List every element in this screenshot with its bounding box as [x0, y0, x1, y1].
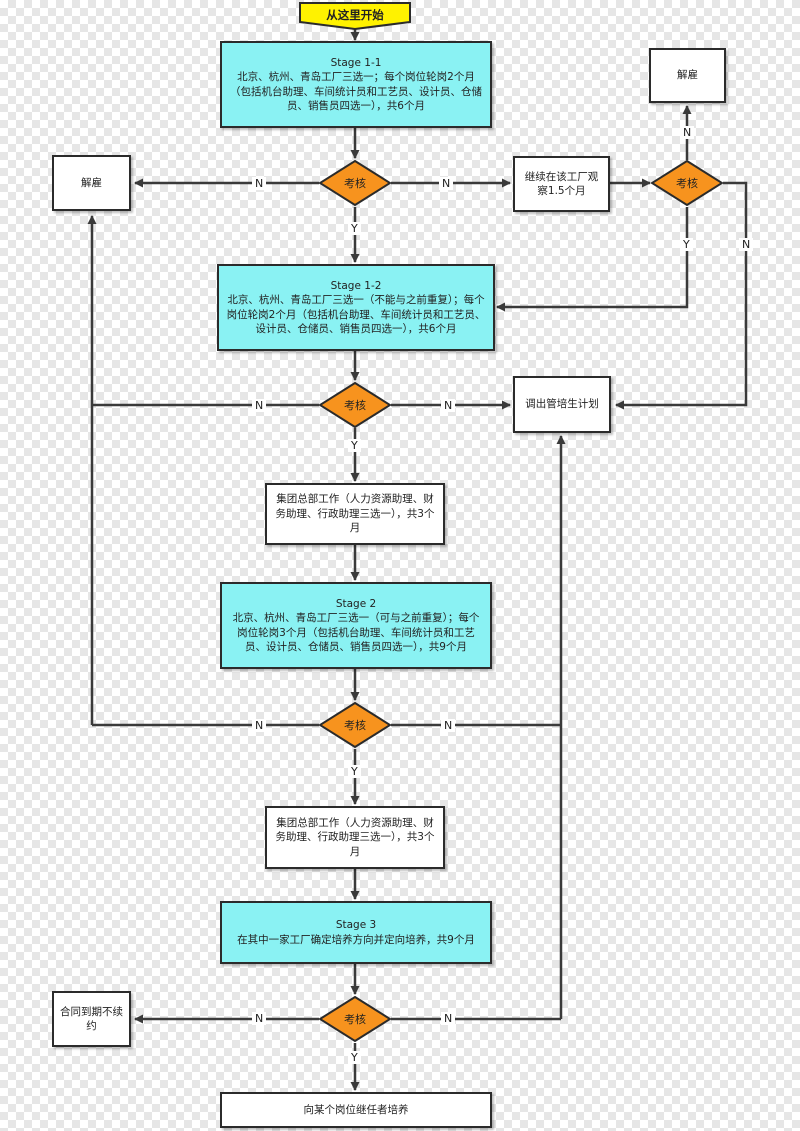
contract-end-text: 合同到期不续约: [60, 1005, 123, 1033]
diamond-shape: [319, 702, 391, 748]
decision-diamond-2[interactable]: 考核: [319, 382, 391, 428]
diamond-shape: [651, 160, 723, 206]
stage-2-title: Stage 2: [335, 597, 377, 610]
start-shape: [299, 2, 411, 31]
no-label: N: [439, 177, 454, 190]
no-label: N: [252, 399, 267, 412]
decision-label: 考核: [344, 399, 366, 412]
no-label: N: [252, 1012, 267, 1025]
stage-1-2-body: 北京、杭州、青岛工厂三选一（不能与之前重复）；每个岗位轮岗2个月（包括机台助理、…: [226, 294, 486, 335]
no-label: N: [680, 126, 695, 139]
stage-1-1-body: 北京、杭州、青岛工厂三选一；每个岗位轮岗2个月（包括机台助理、车间统计员和工艺员…: [230, 71, 482, 112]
no-label: N: [441, 719, 456, 732]
stage-1-2-box[interactable]: Stage 1-2 北京、杭州、青岛工厂三选一（不能与之前重复）；每个岗位轮岗2…: [217, 264, 495, 351]
hq-work-box-2[interactable]: 集团总部工作（人力资源助理、财务助理、行政助理三选一），共3个月: [265, 806, 445, 869]
successor-training-text: 向某个岗位继任者培养: [303, 1103, 409, 1116]
decision-label: 考核: [344, 719, 366, 732]
stage-1-2-title: Stage 1-2: [330, 279, 382, 292]
observe-text: 继续在该工厂观察1.5个月: [524, 170, 599, 198]
hq-work-box-1[interactable]: 集团总部工作（人力资源助理、财务助理、行政助理三选一），共3个月: [265, 483, 445, 545]
decision-diamond-4[interactable]: 考核: [319, 996, 391, 1042]
yes-label: Y: [348, 765, 361, 778]
diamond-shape: [319, 996, 391, 1042]
start-banner: 从这里开始: [299, 2, 411, 31]
no-label: N: [739, 238, 754, 251]
hq-work-text-1: 集团总部工作（人力资源助理、财务助理、行政助理三选一），共3个月: [275, 493, 435, 535]
decision-diamond-right[interactable]: 考核: [651, 160, 723, 206]
no-label: N: [441, 399, 456, 412]
yes-label: Y: [680, 238, 693, 251]
dismiss-right-text: 解雇: [677, 69, 698, 82]
stage-3-title: Stage 3: [335, 919, 377, 931]
stage-3-box[interactable]: Stage 3 在其中一家工厂确定培养方向并定向培养，共9个月: [220, 901, 492, 964]
decision-label: 考核: [344, 177, 366, 190]
observe-box[interactable]: 继续在该工厂观察1.5个月: [513, 156, 610, 212]
no-label: N: [441, 1012, 456, 1025]
no-label: N: [252, 177, 267, 190]
dismiss-box-left[interactable]: 解雇: [52, 155, 131, 211]
successor-training-box[interactable]: 向某个岗位继任者培养: [220, 1092, 492, 1128]
transfer-out-text: 调出管培生计划: [525, 398, 599, 411]
diamond-shape: [319, 160, 391, 206]
yes-label: Y: [348, 439, 361, 452]
decision-diamond-1[interactable]: 考核: [319, 160, 391, 206]
stage-2-body: 北京、杭州、青岛工厂三选一（可与之前重复）；每个岗位轮岗3个月（包括机台助理、车…: [232, 612, 480, 653]
hq-work-text-2: 集团总部工作（人力资源助理、财务助理、行政助理三选一），共3个月: [275, 816, 435, 858]
decision-label: 考核: [676, 177, 698, 190]
stage-1-1-title: Stage 1-1: [330, 56, 382, 69]
yes-label: Y: [348, 222, 361, 235]
contract-end-box[interactable]: 合同到期不续约: [52, 991, 131, 1047]
start-label: 从这里开始: [326, 8, 384, 22]
no-label: N: [252, 719, 267, 732]
stage-3-body: 在其中一家工厂确定培养方向并定向培养，共9个月: [237, 933, 475, 946]
stage-2-box[interactable]: Stage 2 北京、杭州、青岛工厂三选一（可与之前重复）；每个岗位轮岗3个月（…: [220, 582, 492, 669]
yes-label: Y: [348, 1051, 361, 1064]
dismiss-box-right[interactable]: 解雇: [649, 48, 726, 103]
decision-diamond-3[interactable]: 考核: [319, 702, 391, 748]
transfer-out-box[interactable]: 调出管培生计划: [513, 376, 611, 433]
stage-1-1-box[interactable]: Stage 1-1 北京、杭州、青岛工厂三选一；每个岗位轮岗2个月（包括机台助理…: [220, 41, 492, 128]
diamond-shape: [319, 382, 391, 428]
decision-label: 考核: [344, 1013, 366, 1026]
dismiss-left-text: 解雇: [81, 176, 102, 189]
